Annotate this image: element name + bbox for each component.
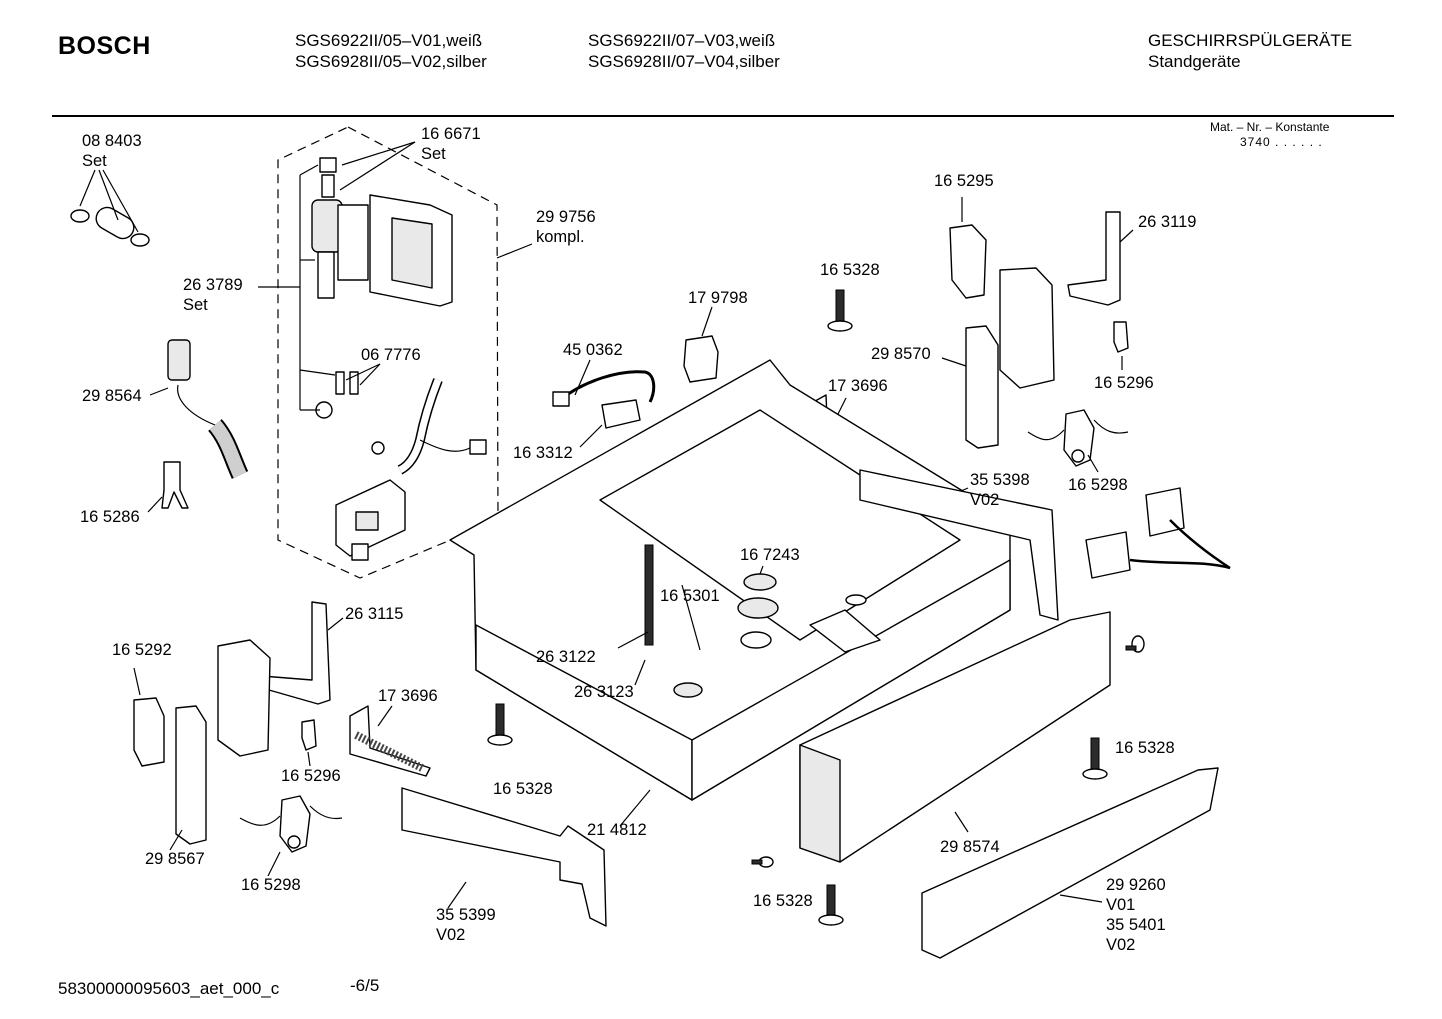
clip-165296-a [1113,321,1129,353]
sensor-165298-a [1027,409,1129,467]
callout-165301: 16 5301 [660,587,720,605]
callout-167243: 16 7243 [740,546,800,564]
callout-173696-b: 17 3696 [378,687,438,705]
side-bracket-298570 [965,267,1055,449]
callout-165298-a: 16 5298 [1068,476,1128,494]
callout-165292: 16 5292 [112,641,172,659]
sensor-housing [335,479,406,561]
side-panel-355399 [401,787,607,927]
callout-165286: 16 5286 [80,508,140,526]
appliance-category: GESCHIRRSPÜLGERÄTE [1148,31,1353,50]
model-2: SGS6928II/05–V02,silber [295,52,487,71]
callout-165296-b: 16 5296 [281,767,341,785]
side-bracket-298567 [175,639,271,845]
drain-hose [167,339,249,479]
callout-263119: 26 3119 [1138,213,1197,231]
cable-clip [161,461,189,509]
callout-298567: 29 8567 [145,850,205,868]
clip-165296-b [301,719,317,751]
screw-165328-a [827,289,853,332]
callout-165298-b: 16 5298 [241,876,301,894]
callout-298564: 29 8564 [82,387,142,405]
callout-165328-b: 16 5328 [493,780,553,798]
part-179798 [683,335,719,383]
spring-173696-b [349,705,431,777]
callout-298574: 29 8574 [940,838,1000,856]
bracket-165295 [949,224,987,299]
callout-450362: 45 0362 [563,341,623,359]
connector-harness [1085,487,1231,579]
model-3: SGS6922II/07–V03,weiß [588,31,776,50]
screw-165328-b [487,703,513,746]
callout-179798: 17 9798 [688,289,748,307]
constant-label: Mat. – Nr. – Konstante [1210,120,1330,134]
callout-165296-a: 16 5296 [1094,374,1154,392]
callout-214812: 21 4812 [587,821,647,839]
hose-clip-set [70,206,150,247]
model-1: SGS6922II/05–V01,weiß [295,31,483,50]
page-number: -6/5 [350,976,380,995]
callout-165328-c: 16 5328 [1115,739,1175,757]
screw-165328-d [751,856,844,926]
screw-small-right [1125,635,1145,653]
callout-165295: 16 5295 [934,172,994,190]
callout-163312: 16 3312 [513,444,573,462]
screw-165328-c [1082,737,1108,780]
bracket-263115 [261,601,331,705]
callout-263115: 26 3115 [345,605,404,623]
appliance-subcategory: Standgeräte [1148,52,1241,71]
part-163312 [601,399,641,429]
callout-067776: 06 7776 [361,346,421,364]
callout-165328-a: 16 5328 [820,261,880,279]
document-id: 58300000095603_aet_000_c [58,979,280,998]
assembly-group-outline [277,126,499,579]
model-4: SGS6928II/07–V04,silber [588,52,780,71]
coiled-hose [371,378,487,475]
bracket-263119 [1067,211,1121,306]
base-tub [449,359,1011,801]
cable-450362 [552,370,656,407]
brand-logo: BOSCH [58,32,151,60]
cover-165292 [133,697,165,767]
callout-173696-a: 17 3696 [828,377,888,395]
toe-kick-299260 [921,767,1219,959]
inlet-valve-assembly [311,157,453,419]
header-rule [52,115,1394,117]
side-panel-355398 [859,469,1059,621]
callout-165328-d: 16 5328 [753,892,813,910]
callout-263122: 26 3122 [536,648,596,666]
sensor-165298-b [239,795,343,853]
constant-value: 3740 . . . . . . [1240,135,1323,149]
callout-263123: 26 3123 [574,683,634,701]
callout-298570: 29 8570 [871,345,931,363]
plinth-298574 [799,611,1111,863]
